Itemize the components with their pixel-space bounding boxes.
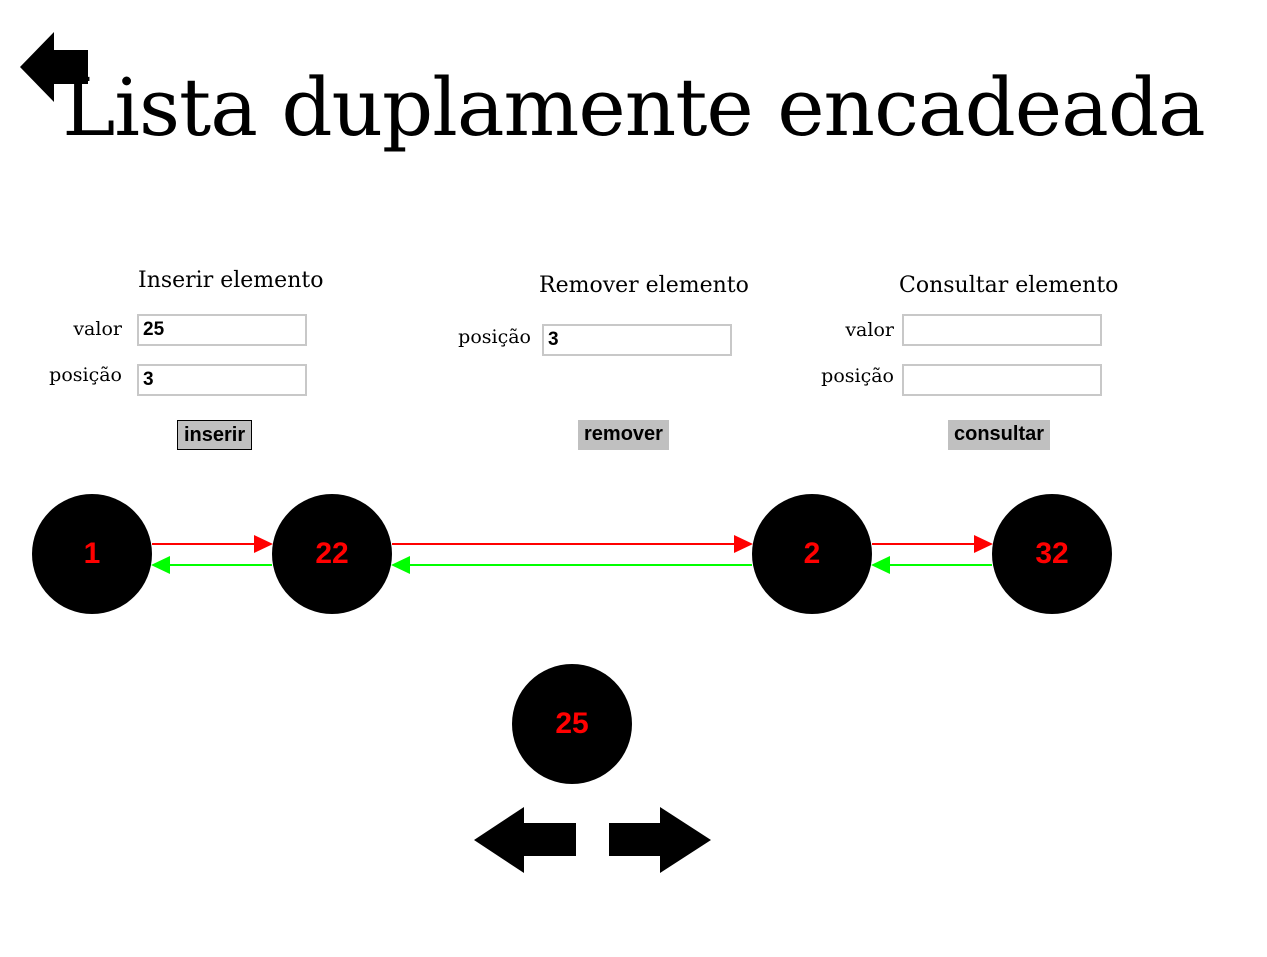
remove-heading: Remover elemento <box>539 273 749 298</box>
next-pointer-head <box>734 535 753 553</box>
insert-value-input[interactable] <box>137 314 307 346</box>
next-pointer-head <box>974 535 993 553</box>
insert-value-label: valor <box>73 318 122 340</box>
insert-position-label: posição <box>49 364 122 386</box>
list-node: 32 <box>992 494 1112 614</box>
list-node: 2 <box>752 494 872 614</box>
query-position-input[interactable] <box>902 364 1102 396</box>
back-arrow-shape[interactable] <box>20 32 88 102</box>
node-value: 2 <box>803 537 821 570</box>
query-value-input[interactable] <box>902 314 1102 346</box>
query-button[interactable]: consultar <box>948 420 1051 450</box>
node-value: 1 <box>83 537 101 570</box>
insert-position-input[interactable] <box>137 364 307 396</box>
page-title: Lista duplamente encadeada <box>62 61 1205 154</box>
list-node: 1 <box>32 494 152 614</box>
query-heading: Consultar elemento <box>899 273 1119 298</box>
prev-pointer-head <box>871 556 890 574</box>
prev-pointer-head <box>391 556 410 574</box>
prev-pointer-head <box>151 556 170 574</box>
insert-heading: Inserir elemento <box>138 268 324 293</box>
list-node: 22 <box>272 494 392 614</box>
remove-position-label: posição <box>458 326 531 348</box>
node-value: 32 <box>1035 537 1069 570</box>
step-right-arrow-icon[interactable] <box>609 807 711 873</box>
insert-button[interactable]: inserir <box>177 420 253 450</box>
remove-button[interactable]: remover <box>578 420 669 450</box>
prev-pointers <box>151 556 992 574</box>
next-pointers <box>152 535 993 553</box>
node-value: 22 <box>315 537 349 570</box>
step-left-arrow-icon[interactable] <box>474 807 576 873</box>
query-position-label: posição <box>821 365 894 387</box>
next-pointer-head <box>254 535 273 553</box>
pending-node: 25 <box>512 664 632 784</box>
pending-node-value: 25 <box>555 707 589 740</box>
query-value-label: valor <box>845 319 894 341</box>
remove-position-input[interactable] <box>542 324 732 356</box>
